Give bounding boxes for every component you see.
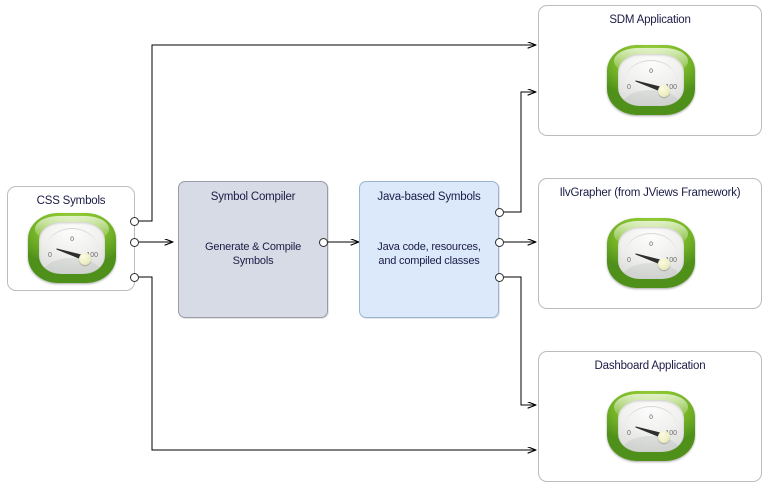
node-symbol-compiler[interactable]: Symbol Compiler Generate & Compile Symbo… bbox=[178, 181, 328, 318]
gauge-sdm-application: 0 0 100 bbox=[607, 45, 695, 115]
port-css-symbols-out-top[interactable] bbox=[129, 216, 139, 226]
node-sdm-application[interactable]: SDM Application 0 0 100 bbox=[538, 5, 762, 136]
gauge-tick-arc bbox=[625, 233, 677, 268]
gauge-mid-label: 0 bbox=[70, 236, 74, 243]
node-java-based-symbols[interactable]: Java-based Symbols Java code, resources,… bbox=[359, 181, 499, 318]
gauge-tick-arc bbox=[46, 228, 98, 263]
gauge-mid-label: 0 bbox=[649, 68, 653, 75]
gauge-face: 0 0 100 bbox=[618, 400, 684, 452]
node-ilv-grapher-title: IlvGrapher (from JViews Framework) bbox=[559, 187, 741, 199]
gauge-min-label: 0 bbox=[48, 252, 52, 259]
port-java-symbols-out-top[interactable] bbox=[494, 207, 504, 217]
port-css-symbols-out-bottom[interactable] bbox=[129, 272, 139, 282]
gauge-max-label: 100 bbox=[665, 257, 677, 264]
node-css-symbols-title: CSS Symbols bbox=[36, 195, 106, 207]
node-sdm-application-title: SDM Application bbox=[609, 14, 691, 26]
gauge-dashboard-application: 0 0 100 bbox=[607, 391, 695, 461]
gauge-face: 0 0 100 bbox=[39, 222, 105, 274]
gauge-hub bbox=[658, 431, 670, 443]
port-symbol-compiler-out[interactable] bbox=[318, 237, 328, 247]
gauge-max-label: 100 bbox=[665, 430, 677, 437]
gauge-max-label: 100 bbox=[665, 84, 677, 91]
gauge-mid-label: 0 bbox=[649, 241, 653, 248]
node-css-symbols[interactable]: CSS Symbols 0 0 100 bbox=[7, 186, 135, 291]
node-ilv-grapher[interactable]: IlvGrapher (from JViews Framework) 0 0 1… bbox=[538, 178, 762, 309]
symbol-compiler-body-line2: Symbols bbox=[232, 255, 274, 267]
gauge-hub bbox=[658, 258, 670, 270]
port-java-symbols-out-middle[interactable] bbox=[494, 237, 504, 247]
java-symbols-body-line1: Java code, resources, bbox=[377, 241, 481, 253]
gauge-face: 0 0 100 bbox=[618, 227, 684, 279]
node-java-based-symbols-title: Java-based Symbols bbox=[377, 191, 481, 203]
gauge-hub bbox=[79, 253, 91, 265]
gauge-mid-label: 0 bbox=[649, 414, 653, 421]
node-dashboard-application[interactable]: Dashboard Application 0 0 100 bbox=[538, 351, 762, 482]
gauge-tick-arc bbox=[625, 60, 677, 95]
gauge-tick-arc bbox=[625, 406, 677, 441]
gauge-min-label: 0 bbox=[627, 257, 631, 264]
gauge-ilv-grapher: 0 0 100 bbox=[607, 218, 695, 288]
node-java-based-symbols-body: Java code, resources, and compiled class… bbox=[366, 240, 492, 268]
gauge-min-label: 0 bbox=[627, 430, 631, 437]
node-dashboard-application-title: Dashboard Application bbox=[594, 360, 706, 372]
node-symbol-compiler-title: Symbol Compiler bbox=[210, 191, 296, 203]
symbol-compiler-body-line1: Generate & Compile bbox=[204, 241, 302, 253]
gauge-hub bbox=[658, 85, 670, 97]
edge-java-to-sdm bbox=[504, 92, 536, 213]
gauge-css-symbols: 0 0 100 bbox=[28, 213, 116, 283]
port-css-symbols-out-middle[interactable] bbox=[129, 237, 139, 247]
gauge-face: 0 0 100 bbox=[618, 54, 684, 106]
java-symbols-body-line2: and compiled classes bbox=[378, 255, 480, 267]
node-symbol-compiler-body: Generate & Compile Symbols bbox=[185, 240, 321, 268]
port-java-symbols-out-bottom[interactable] bbox=[494, 272, 504, 282]
gauge-min-label: 0 bbox=[627, 84, 631, 91]
edge-java-to-dashboard bbox=[504, 276, 536, 405]
gauge-max-label: 100 bbox=[86, 252, 98, 259]
